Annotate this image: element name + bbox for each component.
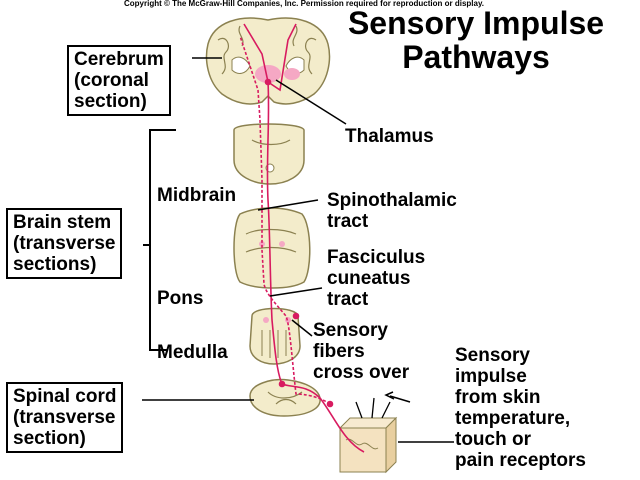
pons-label: Pons — [157, 288, 204, 309]
leader-lines — [142, 57, 454, 443]
sensory-impulse-line-3: from skin — [455, 387, 541, 408]
thalamus-label: Thalamus — [345, 126, 434, 147]
spinal-cord-line-2: (transverse — [13, 407, 116, 428]
title-line-2: Pathways — [402, 39, 550, 75]
pons-section — [233, 207, 311, 289]
sensory-impulse-line-2: impulse — [455, 366, 527, 387]
sensory-fibers-line-2: fibers — [313, 341, 365, 362]
cerebrum-line-2: (coronal — [74, 70, 149, 91]
copyright-notice: Copyright © The McGraw-Hill Companies, I… — [124, 0, 485, 8]
spinal-cord-label: Spinal cord (transverse section) — [6, 382, 124, 453]
sensory-impulse-line-6: pain receptors — [455, 450, 586, 471]
cerebrum-section — [205, 17, 331, 105]
sensory-fibers-label: Sensory fibers cross over — [313, 320, 409, 383]
brain-stem-line-1: Brain stem — [13, 212, 112, 233]
skin-receptor-block — [338, 397, 398, 474]
cerebrum-label: Cerebrum (coronal section) — [67, 45, 171, 116]
brain-stem-line-3: sections) — [13, 254, 97, 275]
sensory-impulse-line-1: Sensory — [455, 345, 530, 366]
diagram-title: Sensory Impulse Pathways — [346, 6, 606, 74]
spinothalamic-line-2: tract — [327, 211, 369, 232]
spinothalamic-label: Spinothalamic tract — [327, 190, 457, 232]
brain-stem-label: Brain stem (transverse sections) — [6, 208, 123, 279]
spinothalamic-line-1: Spinothalamic — [327, 190, 457, 211]
cerebrum-line-1: Cerebrum — [74, 49, 164, 70]
sensory-impulse-line-4: temperature, — [455, 408, 571, 429]
sensory-impulse-line-5: touch or — [455, 429, 531, 450]
cerebrum-line-3: section) — [74, 91, 147, 112]
spinal-cord-line-1: Spinal cord — [13, 386, 117, 407]
fasciculus-line-1: Fasciculus — [327, 247, 426, 268]
sensory-impulse-label: Sensory impulse from skin temperature, t… — [455, 345, 586, 471]
thalamus-nucleus — [255, 65, 281, 83]
medulla-section — [249, 307, 301, 365]
brain-stem-line-2: (transverse — [13, 233, 116, 254]
sensory-fibers-line-3: cross over — [313, 362, 410, 383]
spinal-cord-line-3: section) — [13, 428, 86, 449]
title-line-1: Sensory Impulse — [347, 5, 605, 41]
fasciculus-line-3: tract — [327, 289, 369, 310]
medulla-label: Medulla — [157, 342, 228, 363]
brain-stem-bracket — [143, 129, 176, 351]
midbrain-label: Midbrain — [157, 185, 237, 206]
sensory-fibers-line-1: Sensory — [313, 320, 388, 341]
sensory-pathway — [239, 23, 365, 453]
fasciculus-label: Fasciculus cuneatus tract — [327, 247, 425, 310]
fasciculus-line-2: cuneatus — [327, 268, 411, 289]
midbrain-section — [233, 123, 305, 185]
